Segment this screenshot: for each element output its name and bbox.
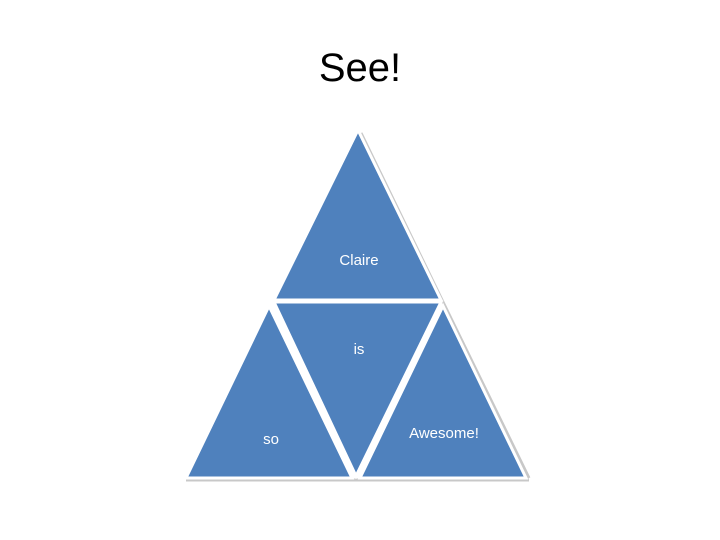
right-triangle-label: Awesome!: [409, 425, 479, 442]
left-triangle-label: so: [263, 431, 279, 448]
top-triangle[interactable]: [271, 126, 444, 302]
top-triangle-label: Claire: [339, 252, 378, 269]
right-triangle[interactable]: [357, 302, 529, 480]
middle-triangle[interactable]: [271, 300, 444, 480]
middle-triangle-label: is: [354, 341, 365, 358]
slide-title: See!: [318, 46, 402, 90]
left-triangle[interactable]: [183, 302, 355, 480]
